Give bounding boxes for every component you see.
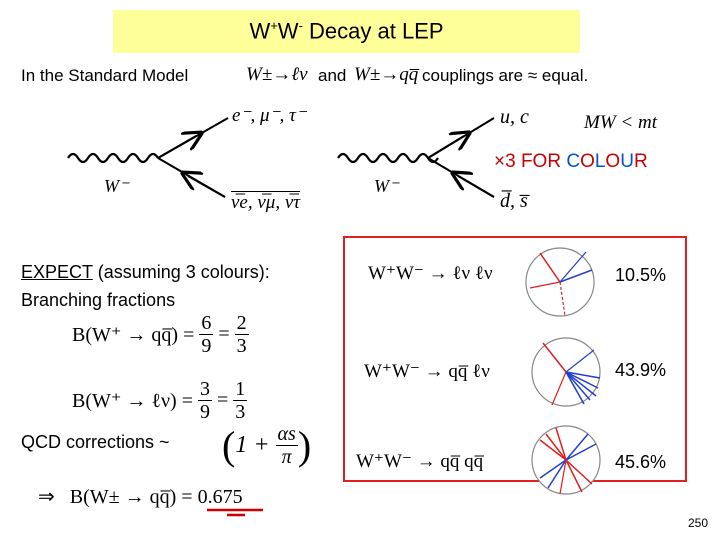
- result-underline: [207, 508, 263, 517]
- qcd-label: QCD corrections ~: [21, 432, 170, 452]
- page-number: 250: [687, 516, 708, 530]
- quark-coupling: W±→qq̅: [354, 64, 419, 85]
- intro-tail: couplings are ≈ equal.: [422, 66, 589, 85]
- lepton-w-propagator: [67, 152, 159, 164]
- pct-semileptonic: 43.9%: [615, 360, 667, 380]
- quark-boson-label: W⁻: [374, 176, 399, 196]
- intro-lead: In the Standard Model: [21, 66, 189, 85]
- channel-formula-leptonic: W⁺W⁻ → ℓν ℓν: [368, 263, 493, 284]
- pct-hadronic: 45.6%: [615, 452, 667, 472]
- title-banner: [113, 10, 580, 53]
- mass-condition: MW < mt: [584, 112, 657, 133]
- event-display-semileptonic: [531, 337, 601, 407]
- lepton-boson-label: W⁻: [104, 176, 129, 196]
- expect-text: EXPECT (assuming 3 colours): Branching f…: [21, 262, 270, 310]
- event-display-hadronic: [531, 425, 601, 495]
- lepton-bottom-label: ν̅e, ν̅μ, ν̅τ: [231, 192, 301, 213]
- lepton-coupling: W±→ℓν: [246, 64, 308, 85]
- quark-w-propagator: [337, 152, 439, 164]
- quark-bottom-label: d̅, s̅: [500, 190, 528, 212]
- event-display-leptonic: [525, 247, 595, 317]
- colour-factor: ×3 FOR COLOUR: [494, 151, 648, 172]
- intro-and: and: [318, 66, 347, 85]
- pct-leptonic: 10.5%: [615, 265, 667, 285]
- quark-top-label: u, c: [500, 106, 529, 128]
- channel-formula-semileptonic: W⁺W⁻ → qq̅ ℓν: [364, 361, 490, 382]
- slide-title: W+W- Decay at LEP: [249, 18, 444, 44]
- lepton-top-label: e⁻, μ⁻, τ⁻: [232, 105, 306, 126]
- final-result: ⇒ B(W± → qq̅) = 0.675: [38, 486, 243, 508]
- channel-panel: [343, 236, 687, 482]
- channel-formula-hadronic: W⁺W⁻ → qq̅ qq̅: [356, 451, 484, 472]
